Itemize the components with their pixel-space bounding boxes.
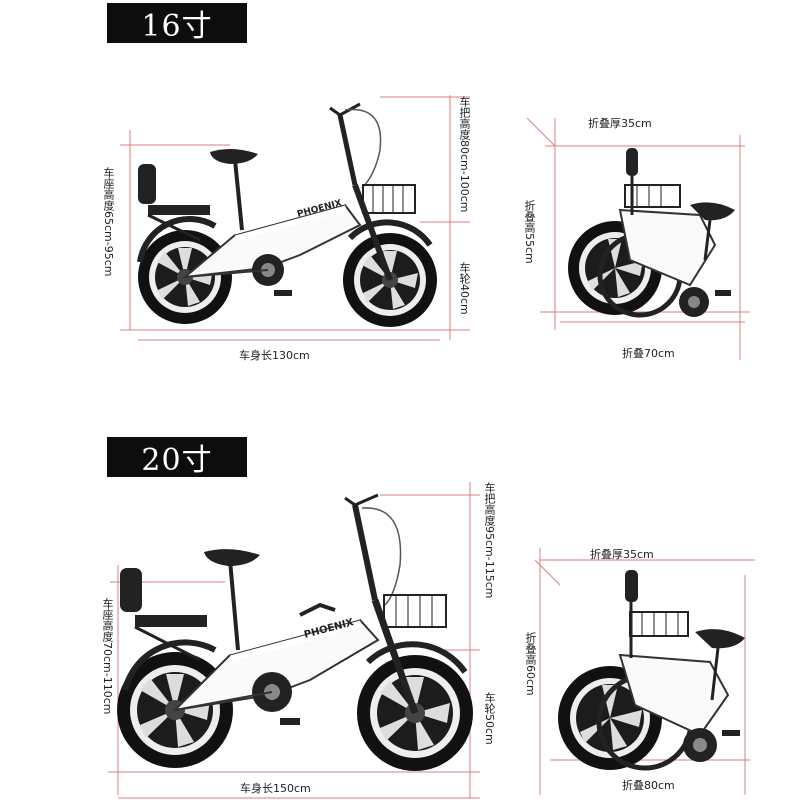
body-length-16: 车身长130cm [239, 349, 310, 362]
size-label-20: 20寸 [107, 437, 247, 478]
wheel-size-16: 车轮40cm [458, 262, 471, 315]
bike-20-illustration: PHOENIX [108, 482, 755, 799]
folded-length-20: 折叠80cm [622, 779, 675, 792]
seat-height-16: 车座高度65cm-95cm [102, 167, 115, 277]
wheel-size-20: 车轮50cm [483, 692, 496, 745]
seat-height-20: 车座高度70cm-110cm [101, 598, 114, 715]
bike-20-folded [558, 570, 745, 771]
folded-height-16: 折叠高55cm [523, 200, 536, 264]
bike-20-full: PHOENIX [117, 493, 473, 771]
size-label-16: 16寸 [107, 3, 247, 44]
variant-20-section: 20寸 [0, 400, 800, 800]
folded-thickness-20: 折叠厚35cm [590, 548, 654, 561]
handlebar-height-20: 车把高度95cm-115cm [483, 482, 496, 599]
folded-thickness-16: 折叠厚35cm [588, 117, 652, 130]
variant-16-section: 16寸 [102, 3, 750, 362]
measure-lines-16 [120, 95, 750, 360]
handlebar-height-16: 车把高度80cm-100cm [458, 96, 471, 213]
bike-16-full: PHOENIX [137, 102, 437, 327]
folded-length-16: 折叠70cm [622, 347, 675, 360]
body-length-20: 车身长150cm [240, 782, 311, 795]
bike-16-illustration: PHOENIX [120, 95, 750, 360]
folded-height-20: 折叠高60cm [524, 632, 537, 696]
bike-16-folded [568, 148, 735, 318]
